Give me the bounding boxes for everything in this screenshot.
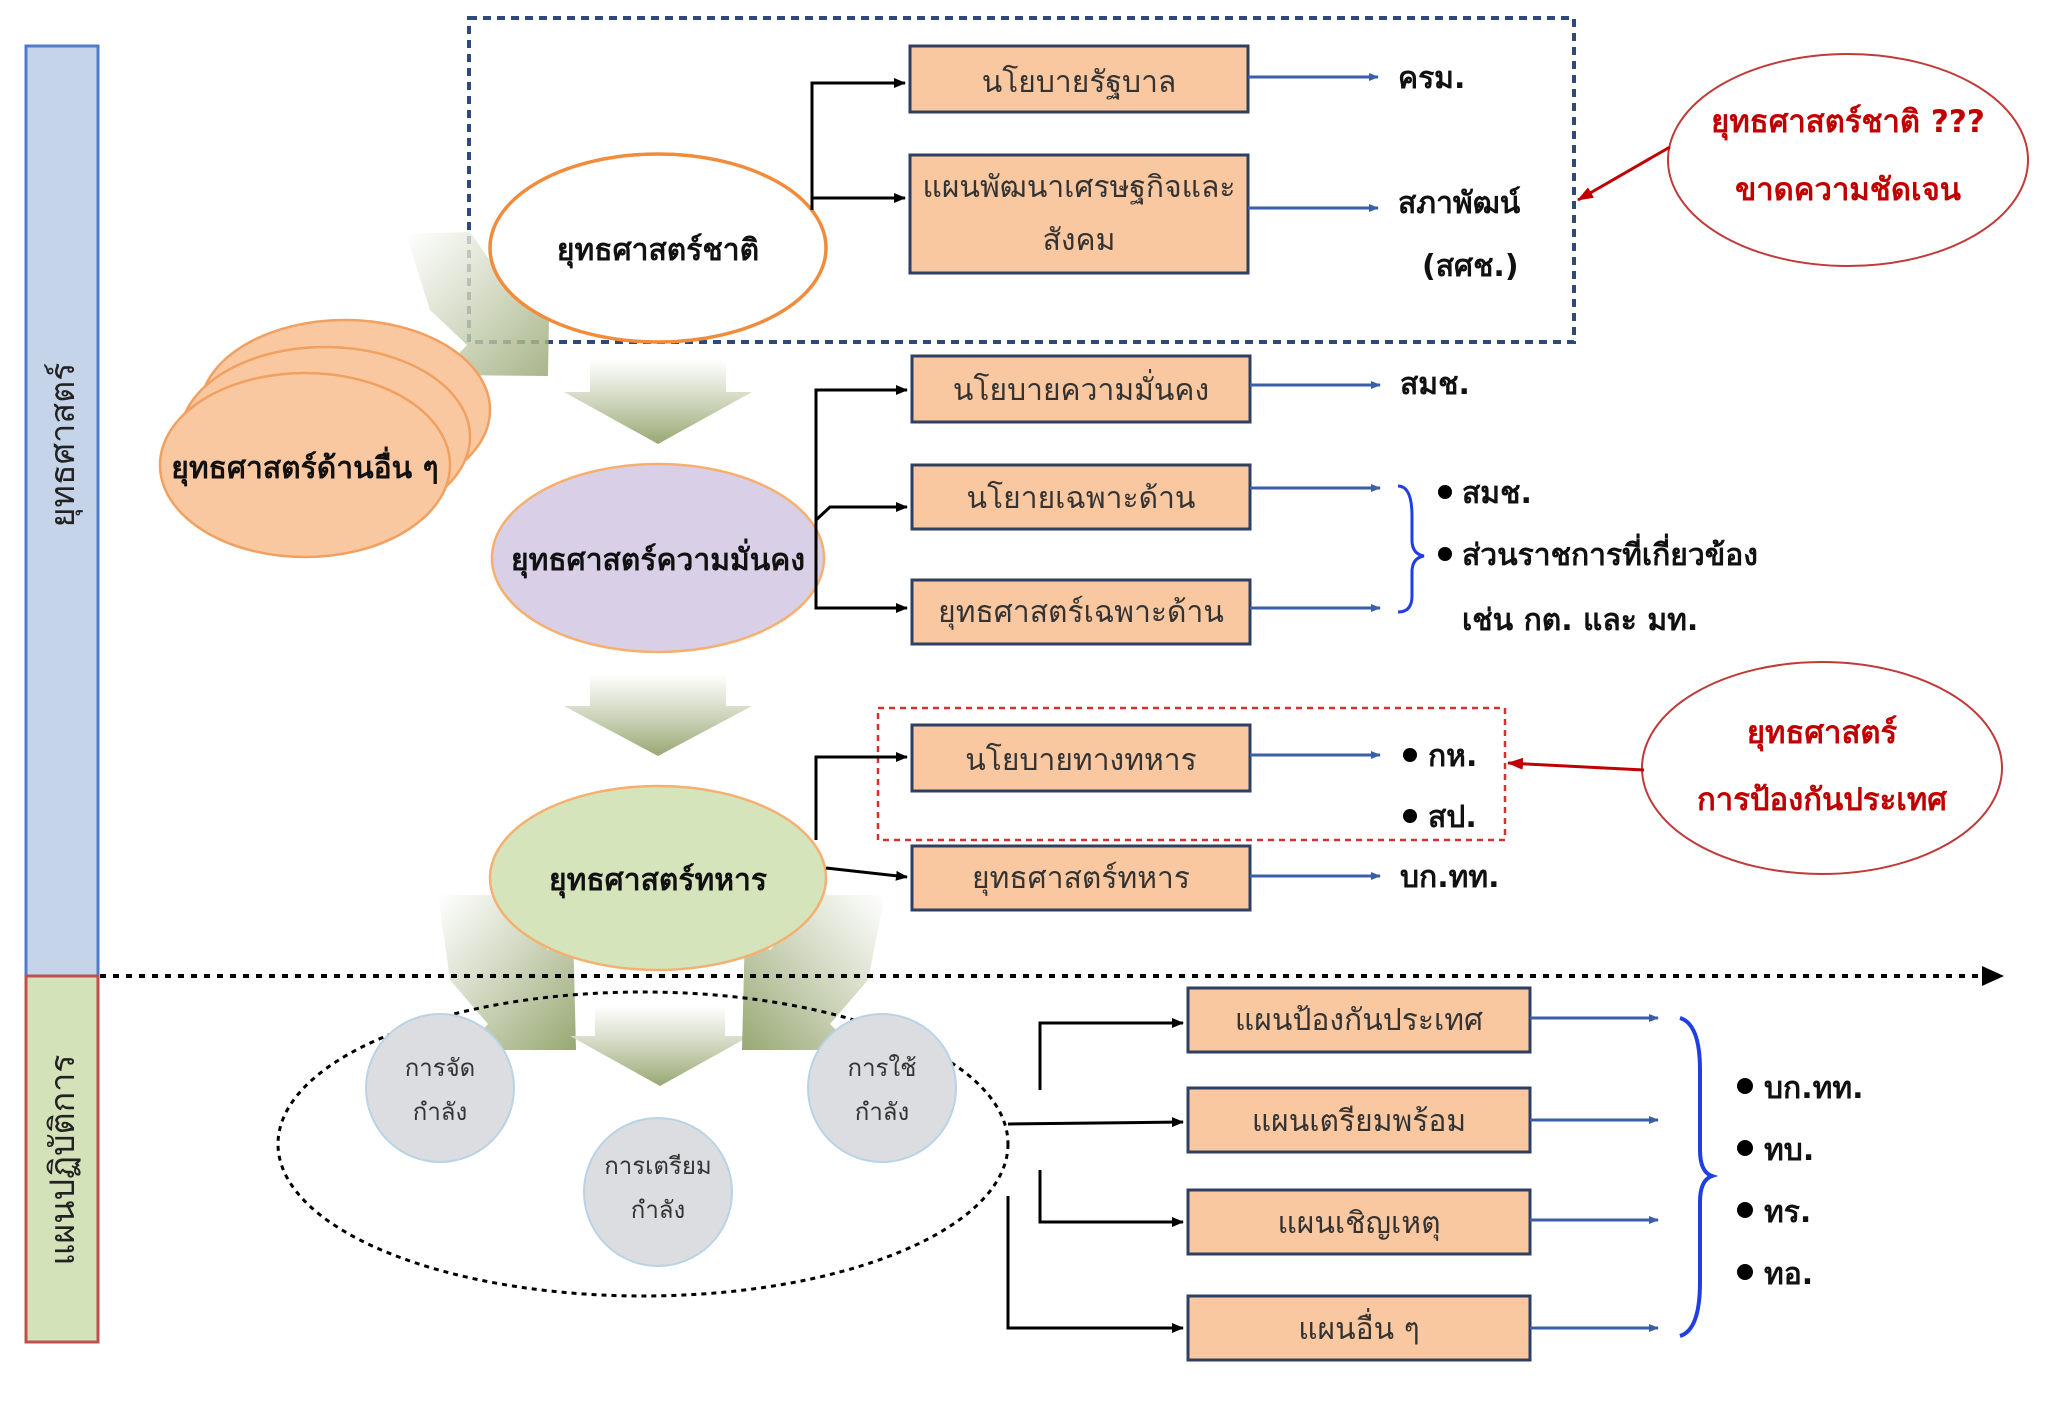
target-ops: สป.	[1428, 800, 1477, 835]
plans-targets-brace	[1679, 1016, 1719, 1338]
box-security-policy	[910, 354, 1252, 424]
side-label-strategy: ยุทธศาสตร์	[43, 363, 83, 528]
bullet-dot	[1737, 1264, 1753, 1280]
force-prepare-line2: กำลัง	[631, 1196, 685, 1224]
bullet-dot	[1737, 1140, 1753, 1156]
box-specific-policy-label: นโยายเฉพาะด้าน	[967, 480, 1196, 516]
note-defense-strategy-line2: การป้องกันประเทศ	[1697, 782, 1948, 818]
national-strategy-ellipse	[488, 152, 828, 344]
chevron-arrow-left	[438, 895, 576, 1050]
box-plan-other-label: แผนอื่น ๆ	[1298, 1308, 1420, 1347]
target-cabinet: ครม.	[1398, 61, 1465, 96]
target-nesdc-line2: (สศช.)	[1422, 249, 1519, 284]
target-nesdc-line1: สภาพัฒน์	[1398, 186, 1521, 221]
box-specific-policy	[910, 463, 1252, 531]
bullet-related-agencies: ส่วนราชการที่เกี่ยวข้อง	[1462, 533, 1758, 573]
box-econ-social-plan-line1: แผนพัฒนาเศรษฐกิจและ	[923, 170, 1236, 205]
box-specific-strategy	[910, 578, 1252, 646]
bullet-dot	[1737, 1078, 1753, 1094]
note-national-unclear-line1: ยุทธศาสตร์ชาติ ???	[1711, 104, 1985, 141]
connector-military-strategy	[825, 866, 908, 881]
side-label-action-plan: แผนปฏิบัติการ	[43, 1054, 83, 1265]
force-circle-organize	[365, 1013, 515, 1163]
side-band-strategy	[24, 44, 100, 978]
note-national-unclear	[1667, 53, 2029, 267]
box-military-policy-label: นโยบายทางทหาร	[965, 742, 1196, 778]
plan-target-navy: ทร.	[1764, 1195, 1811, 1230]
other-strategy-ellipse	[158, 371, 452, 559]
chevron-arrow-diagonal	[406, 232, 550, 376]
national-strategy-frame	[467, 16, 1576, 344]
force-group-ellipse	[276, 990, 1010, 1298]
connector-plan-contingency	[1038, 1170, 1184, 1227]
plan-target-airforce: ทอ.	[1764, 1257, 1813, 1292]
force-prepare-line1: การเตรียม	[604, 1152, 711, 1180]
note-defense-pointer	[1507, 757, 1645, 772]
connector-security-specific-policy	[814, 502, 908, 522]
plan-target-rtarf: บก.ทท.	[1764, 1071, 1864, 1106]
box-plan-contingency	[1186, 1188, 1532, 1256]
note-national-pointer	[1577, 145, 1671, 202]
note-defense-strategy-line1: ยุทธศาสตร์	[1747, 715, 1898, 752]
force-employ-line1: การใช้	[848, 1054, 917, 1082]
connector-plan-defense	[1038, 1018, 1184, 1090]
box-military-strategy	[910, 844, 1252, 912]
other-strategy-label: ยุทธศาสตร์ด้านอื่น ๆ	[171, 446, 438, 487]
force-employ-line2: กำลัง	[855, 1098, 909, 1126]
connector-security-policy	[814, 385, 908, 520]
force-organize-line2: กำลัง	[413, 1098, 467, 1126]
box-plan-defense	[1186, 986, 1532, 1054]
connector-national-policy	[810, 78, 906, 210]
box-plan-readiness-label: แผนเตรียมพร้อม	[1252, 1104, 1466, 1139]
box-security-policy-label: นโยบายความมั่นคง	[953, 369, 1209, 408]
chevron-arrow-down-1	[564, 360, 752, 444]
force-organize-line1: การจัด	[405, 1054, 476, 1082]
national-strategy-label: ยุทธศาสตร์ชาติ	[557, 233, 759, 269]
connector-plan-readiness	[1007, 1117, 1184, 1128]
bullet-dot	[1438, 485, 1452, 499]
chevron-arrow-down-2	[564, 674, 752, 756]
box-specific-strategy-label: ยุทธศาสตร์เฉพาะด้าน	[938, 595, 1224, 631]
connector-plan-other	[1006, 1196, 1184, 1333]
connector-security-specific-strategy	[814, 520, 908, 613]
box-government-policy	[908, 44, 1250, 114]
bullet-related-agencies-example: เช่น กต. และ มท.	[1462, 603, 1698, 638]
box-military-strategy-label: ยุทธศาสตร์ทหาร	[972, 861, 1190, 897]
bullet-dot	[1438, 547, 1452, 561]
box-plan-defense-label: แผนป้องกันประเทศ	[1235, 1003, 1483, 1038]
box-government-policy-label: นโยบายรัฐบาล	[982, 64, 1177, 100]
note-national-unclear-line2: ขาดความชัดเจน	[1735, 172, 1961, 208]
defense-strategy-frame	[876, 706, 1507, 842]
connector-military-policy	[814, 752, 908, 840]
bullet-nsc: สมช.	[1462, 476, 1532, 511]
side-band-action-plan	[24, 974, 100, 1344]
bullet-dot	[1737, 1202, 1753, 1218]
note-defense-strategy	[1641, 661, 2003, 875]
security-strategy-label: ยุทธศาสตร์ความมั่นคง	[511, 538, 805, 579]
target-mod: กห.	[1428, 739, 1477, 774]
force-circle-employ	[807, 1013, 957, 1163]
force-circle-prepare	[583, 1117, 733, 1267]
bullet-dot	[1403, 809, 1417, 823]
box-plan-contingency-label: แผนเชิญเหตุ	[1277, 1206, 1440, 1242]
security-strategy-ellipse	[490, 462, 826, 654]
box-plan-readiness	[1186, 1086, 1532, 1154]
connector-national-plan	[810, 193, 906, 210]
box-econ-social-plan	[908, 153, 1250, 275]
chevron-arrow-right	[742, 895, 885, 1050]
military-strategy-label: ยุทธศาสตร์ทหาร	[549, 863, 767, 899]
box-military-policy	[910, 723, 1252, 793]
box-econ-social-plan-line2: สังคม	[1043, 223, 1116, 258]
military-strategy-ellipse	[488, 784, 828, 972]
bullet-dot	[1403, 748, 1417, 762]
target-nsc: สมช.	[1400, 367, 1470, 402]
security-targets-brace	[1397, 484, 1425, 614]
plan-target-army: ทบ.	[1764, 1133, 1814, 1168]
section-divider-arrowhead	[1982, 966, 2004, 986]
chevron-arrow-down-3	[570, 1006, 750, 1086]
target-rtarf: บก.ทท.	[1400, 860, 1500, 895]
